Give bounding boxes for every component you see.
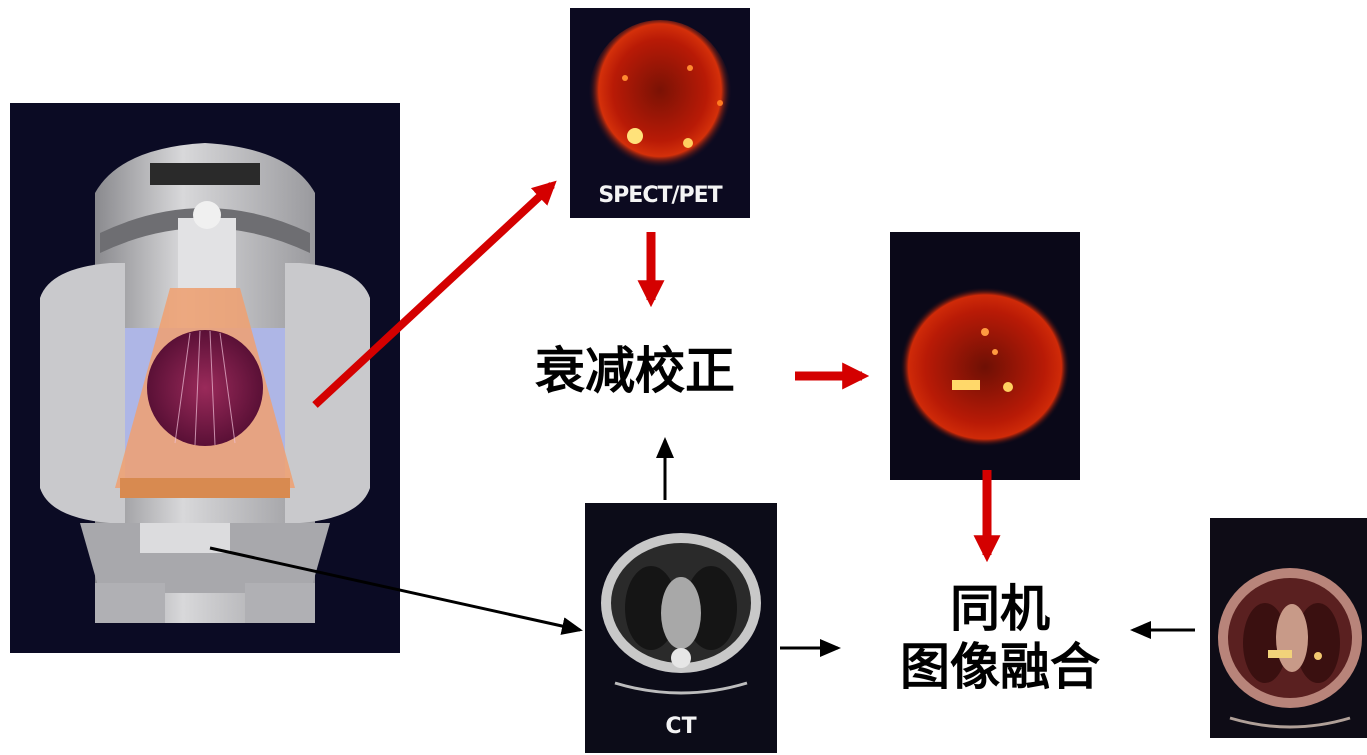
ct-label: CT — [665, 714, 697, 739]
fused-image — [1210, 518, 1367, 738]
arrow-scanner-to-ct — [209, 546, 583, 635]
fusion-line-2: 图像融合 — [900, 638, 1100, 696]
image-fusion-label: 同机 图像融合 — [870, 580, 1130, 696]
scanner-photo — [10, 103, 400, 653]
ct-image: CT — [585, 503, 777, 753]
attenuation-correction-label: 衰减校正 — [535, 342, 735, 400]
spect-pet-image: SPECT/PET — [570, 8, 750, 218]
attenuation-corrected-image — [890, 232, 1080, 480]
fusion-line-1: 同机 — [950, 580, 1050, 638]
arrow-scanner-to-spect — [312, 180, 557, 408]
spect-pet-label: SPECT/PET — [598, 183, 722, 208]
